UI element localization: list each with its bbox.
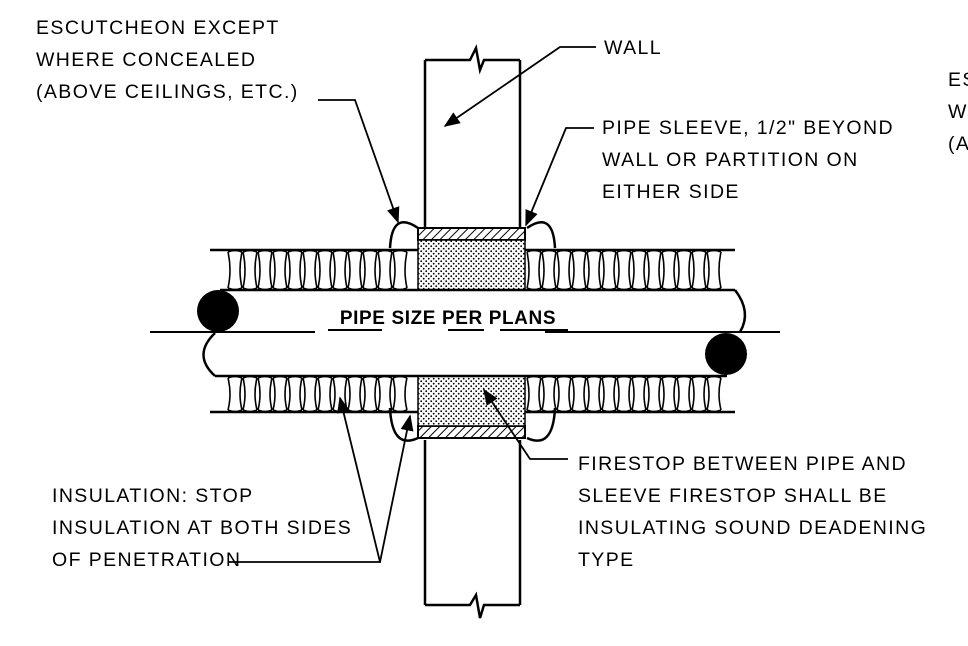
insulation-loop [332, 375, 348, 413]
insulation-loop [586, 249, 602, 291]
insulation-loop [257, 375, 273, 413]
insulation-loop [571, 249, 587, 291]
insulation-loop [586, 375, 602, 413]
insulation-loop [242, 375, 258, 413]
pipe-size-label: PIPE SIZE PER PLANS [340, 308, 556, 329]
insulation-loop [661, 249, 677, 291]
escutcheon-bottom [388, 407, 557, 442]
insulation-loop [691, 249, 707, 291]
insulation-loop [317, 375, 333, 413]
insulation-loop [706, 249, 722, 291]
insulation-loop [616, 249, 632, 291]
insulation-loop [646, 375, 662, 413]
insulation-loop [676, 375, 692, 413]
insulation-loop [392, 375, 408, 413]
wall-upper [423, 44, 522, 230]
insulation-loop [332, 249, 348, 291]
insulation-loop [227, 249, 243, 291]
leader-firestop [483, 388, 568, 460]
insulation-loop [526, 375, 542, 413]
wall-lower [423, 440, 522, 619]
pipe-end-cap-left [197, 290, 239, 332]
insulation-loop [556, 249, 572, 291]
insulation-loop [227, 375, 243, 413]
insulation-loop [706, 375, 722, 413]
insulation-loop [272, 249, 288, 291]
leader-insulation [228, 396, 414, 563]
insulation-loop [377, 249, 393, 291]
insulation-loop [287, 375, 303, 413]
insulation-loop [541, 249, 557, 291]
insulation-loop [571, 375, 587, 413]
insulation-loop [601, 249, 617, 291]
label-pipe-sleeve: PIPE SLEEVE, 1/2" BEYOND WALL OR PARTITI… [602, 117, 894, 203]
insulation-loops [227, 249, 722, 413]
label-firestop: FIRESTOP BETWEEN PIPE AND SLEEVE FIRESTO… [578, 453, 928, 571]
leader-wall [443, 46, 596, 127]
pipe-lower [202, 332, 727, 378]
insulation-loop [631, 375, 647, 413]
insulation-loop [377, 375, 393, 413]
insulation-loop [317, 249, 333, 291]
insulation-loop [541, 375, 557, 413]
insulation-loop [287, 249, 303, 291]
pipe-sleeve-top [417, 227, 526, 241]
leader-escutcheon [318, 99, 400, 224]
insulation-loop [302, 375, 318, 413]
label-insulation: INSULATION: STOP INSULATION AT BOTH SIDE… [52, 485, 353, 571]
insulation-loop [631, 249, 647, 291]
insulation-loop [302, 249, 318, 291]
pipe-upper [220, 288, 747, 333]
leader-sleeve [525, 127, 594, 227]
insulation-loop [616, 375, 632, 413]
insulation-loop [392, 249, 408, 291]
label-escutcheon-cut: ES W (A [948, 69, 968, 155]
insulation-loop [556, 375, 572, 413]
insulation-loop [272, 375, 288, 413]
insulation-loop [646, 249, 662, 291]
firestop-top [417, 239, 526, 291]
insulation-loop [661, 375, 677, 413]
label-escutcheon: ESCUTCHEON EXCEPT WHERE CONCEALED (ABOVE… [36, 17, 299, 103]
insulation-loop [691, 375, 707, 413]
insulation-loop [362, 375, 378, 413]
insulation-loop [362, 249, 378, 291]
insulation-loop [601, 375, 617, 413]
label-wall: WALL [604, 37, 662, 59]
insulation-loop [257, 249, 273, 291]
insulation-loop [526, 249, 542, 291]
insulation-loop [676, 249, 692, 291]
insulation-loop [347, 375, 363, 413]
insulation-loop [242, 249, 258, 291]
pipe-end-cap-right [705, 333, 747, 375]
insulation-loop [347, 249, 363, 291]
firestop-bottom [417, 375, 526, 427]
